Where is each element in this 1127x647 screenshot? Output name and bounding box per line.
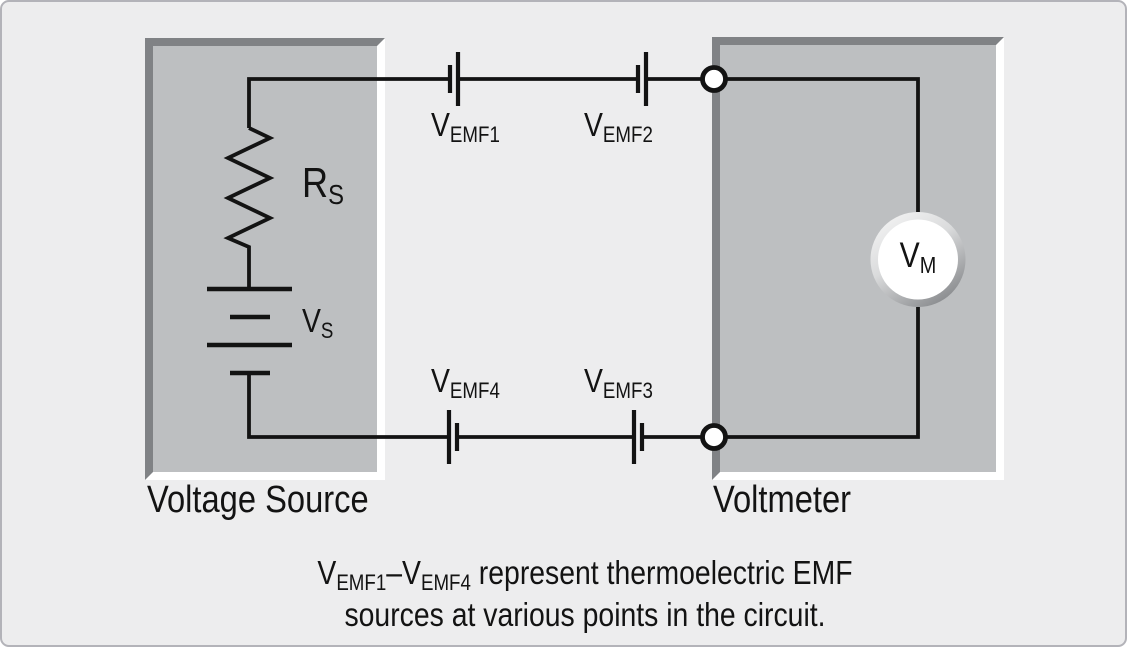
emf1-symbol xyxy=(447,52,461,106)
emf4-symbol xyxy=(446,410,460,464)
emf3-symbol xyxy=(631,410,645,464)
caption-v1-main: V xyxy=(317,554,337,591)
emf1-label: VEMF1 xyxy=(431,106,500,145)
caption-v2-main: V xyxy=(402,554,421,591)
wire-bottom-left xyxy=(247,373,449,439)
resistor-label-main: R xyxy=(302,159,329,206)
emf2-label-main: V xyxy=(584,106,603,143)
meter-label-main: V xyxy=(899,236,920,275)
voltmeter-title: Voltmeter xyxy=(713,479,852,521)
emf4-label: VEMF4 xyxy=(431,362,500,401)
resistor-symbol xyxy=(223,126,275,289)
emf1-label-main: V xyxy=(431,106,450,143)
resistor-label: RS xyxy=(302,159,344,209)
node-bottom-circle xyxy=(700,423,728,451)
source-label-sub: S xyxy=(320,317,334,343)
meter-dial xyxy=(870,212,966,307)
figure-caption: VEMF1–VEMF4 represent thermoelectric EMF… xyxy=(198,552,972,636)
voltage-source-panel xyxy=(145,38,385,480)
emf4-label-main: V xyxy=(431,362,450,399)
meter-face xyxy=(878,219,958,300)
emf3-label-sub: EMF3 xyxy=(602,377,653,403)
emf2-symbol xyxy=(635,52,649,106)
voltage-source-title: Voltage Source xyxy=(147,479,369,521)
emf4-label-sub: EMF4 xyxy=(449,377,500,403)
wire-top-left xyxy=(247,77,450,128)
caption-line1-rest: represent thermoelectric EMF xyxy=(470,554,853,591)
node-top-circle xyxy=(700,65,728,93)
caption-line2: sources at various points in the circuit… xyxy=(344,596,826,634)
emf2-label: VEMF2 xyxy=(584,106,653,145)
caption-v1-sub: EMF1 xyxy=(336,569,387,595)
meter-label-sub: M xyxy=(919,252,937,279)
resistor-label-sub: S xyxy=(328,179,345,211)
caption-dash: – xyxy=(386,554,403,591)
meter-label: VM xyxy=(858,236,978,277)
battery-symbol xyxy=(207,286,292,376)
emf3-label-main: V xyxy=(584,362,603,399)
caption-v2-sub: EMF4 xyxy=(420,569,471,595)
source-label-main: V xyxy=(302,302,321,339)
source-label: VS xyxy=(302,302,333,341)
emf2-label-sub: EMF2 xyxy=(602,121,653,147)
wire-top-right xyxy=(646,77,920,212)
emf1-label-sub: EMF1 xyxy=(449,121,500,147)
wire-bottom-right xyxy=(642,307,920,439)
emf3-label: VEMF3 xyxy=(584,362,653,401)
